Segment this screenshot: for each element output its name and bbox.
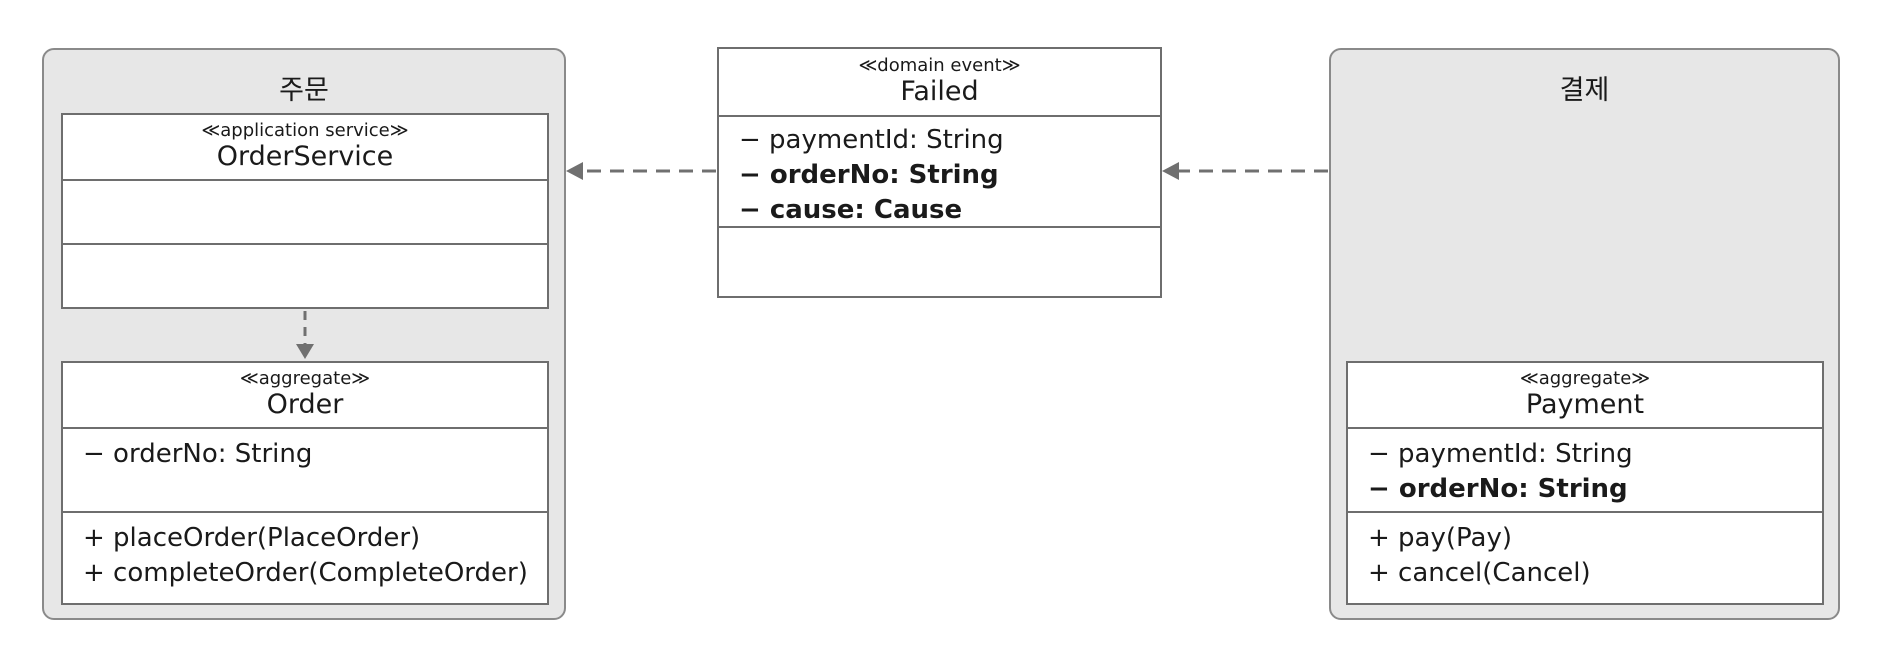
class-name: Order — [266, 389, 344, 420]
failed-event-class: ≪domain event≫ Failed − paymentId: Strin… — [717, 47, 1162, 298]
class-name: OrderService — [216, 141, 394, 172]
attribute-line: − paymentId: String — [739, 125, 1004, 155]
stereotype-label: ≪application service≫ — [201, 120, 409, 141]
order-service-class: ≪application service≫ OrderService — [61, 113, 549, 309]
operation-line: + pay(Pay) — [1368, 523, 1512, 553]
class-name: Payment — [1525, 389, 1645, 420]
class-header: ≪aggregate≫ Order — [63, 363, 547, 429]
attribute-line: − paymentId: String — [1368, 439, 1633, 469]
attributes-section: − orderNo: String — [63, 429, 547, 513]
stereotype-label: ≪domain event≫ — [858, 55, 1021, 76]
attribute-line: − orderNo: String — [739, 160, 999, 190]
dependency-arrow-service-to-order — [296, 311, 314, 359]
attribute-line: − orderNo: String — [83, 439, 313, 469]
operation-line: + cancel(Cancel) — [1368, 558, 1591, 588]
stereotype-label: ≪aggregate≫ — [239, 368, 371, 389]
operations-section: + placeOrder(PlaceOrder) + completeOrder… — [63, 513, 547, 603]
operation-line: + placeOrder(PlaceOrder) — [83, 523, 421, 553]
payment-class: ≪aggregate≫ Payment − paymentId: String … — [1346, 361, 1824, 605]
class-header: ≪aggregate≫ Payment — [1348, 363, 1822, 429]
attribute-line: − orderNo: String — [1368, 474, 1628, 504]
attributes-section — [63, 181, 547, 245]
class-header: ≪application service≫ OrderService — [63, 115, 547, 181]
order-context-title: 주문 — [279, 75, 329, 106]
payment-context-title: 결제 — [1559, 75, 1610, 106]
order-class: ≪aggregate≫ Order − orderNo: String + pl… — [61, 361, 549, 605]
attributes-section: − paymentId: String − orderNo: String − … — [719, 117, 1160, 228]
dependency-arrow-payment-to-failed — [1162, 162, 1328, 180]
class-header: ≪domain event≫ Failed — [719, 49, 1160, 117]
attributes-section: − paymentId: String − orderNo: String — [1348, 429, 1822, 513]
operations-section: + pay(Pay) + cancel(Cancel) — [1348, 513, 1822, 603]
operation-line: + completeOrder(CompleteOrder) — [83, 558, 528, 588]
attribute-line: − cause: Cause — [739, 195, 963, 225]
dependency-arrow-failed-to-order — [566, 162, 716, 180]
stereotype-label: ≪aggregate≫ — [1519, 368, 1651, 389]
class-name: Failed — [900, 76, 979, 107]
